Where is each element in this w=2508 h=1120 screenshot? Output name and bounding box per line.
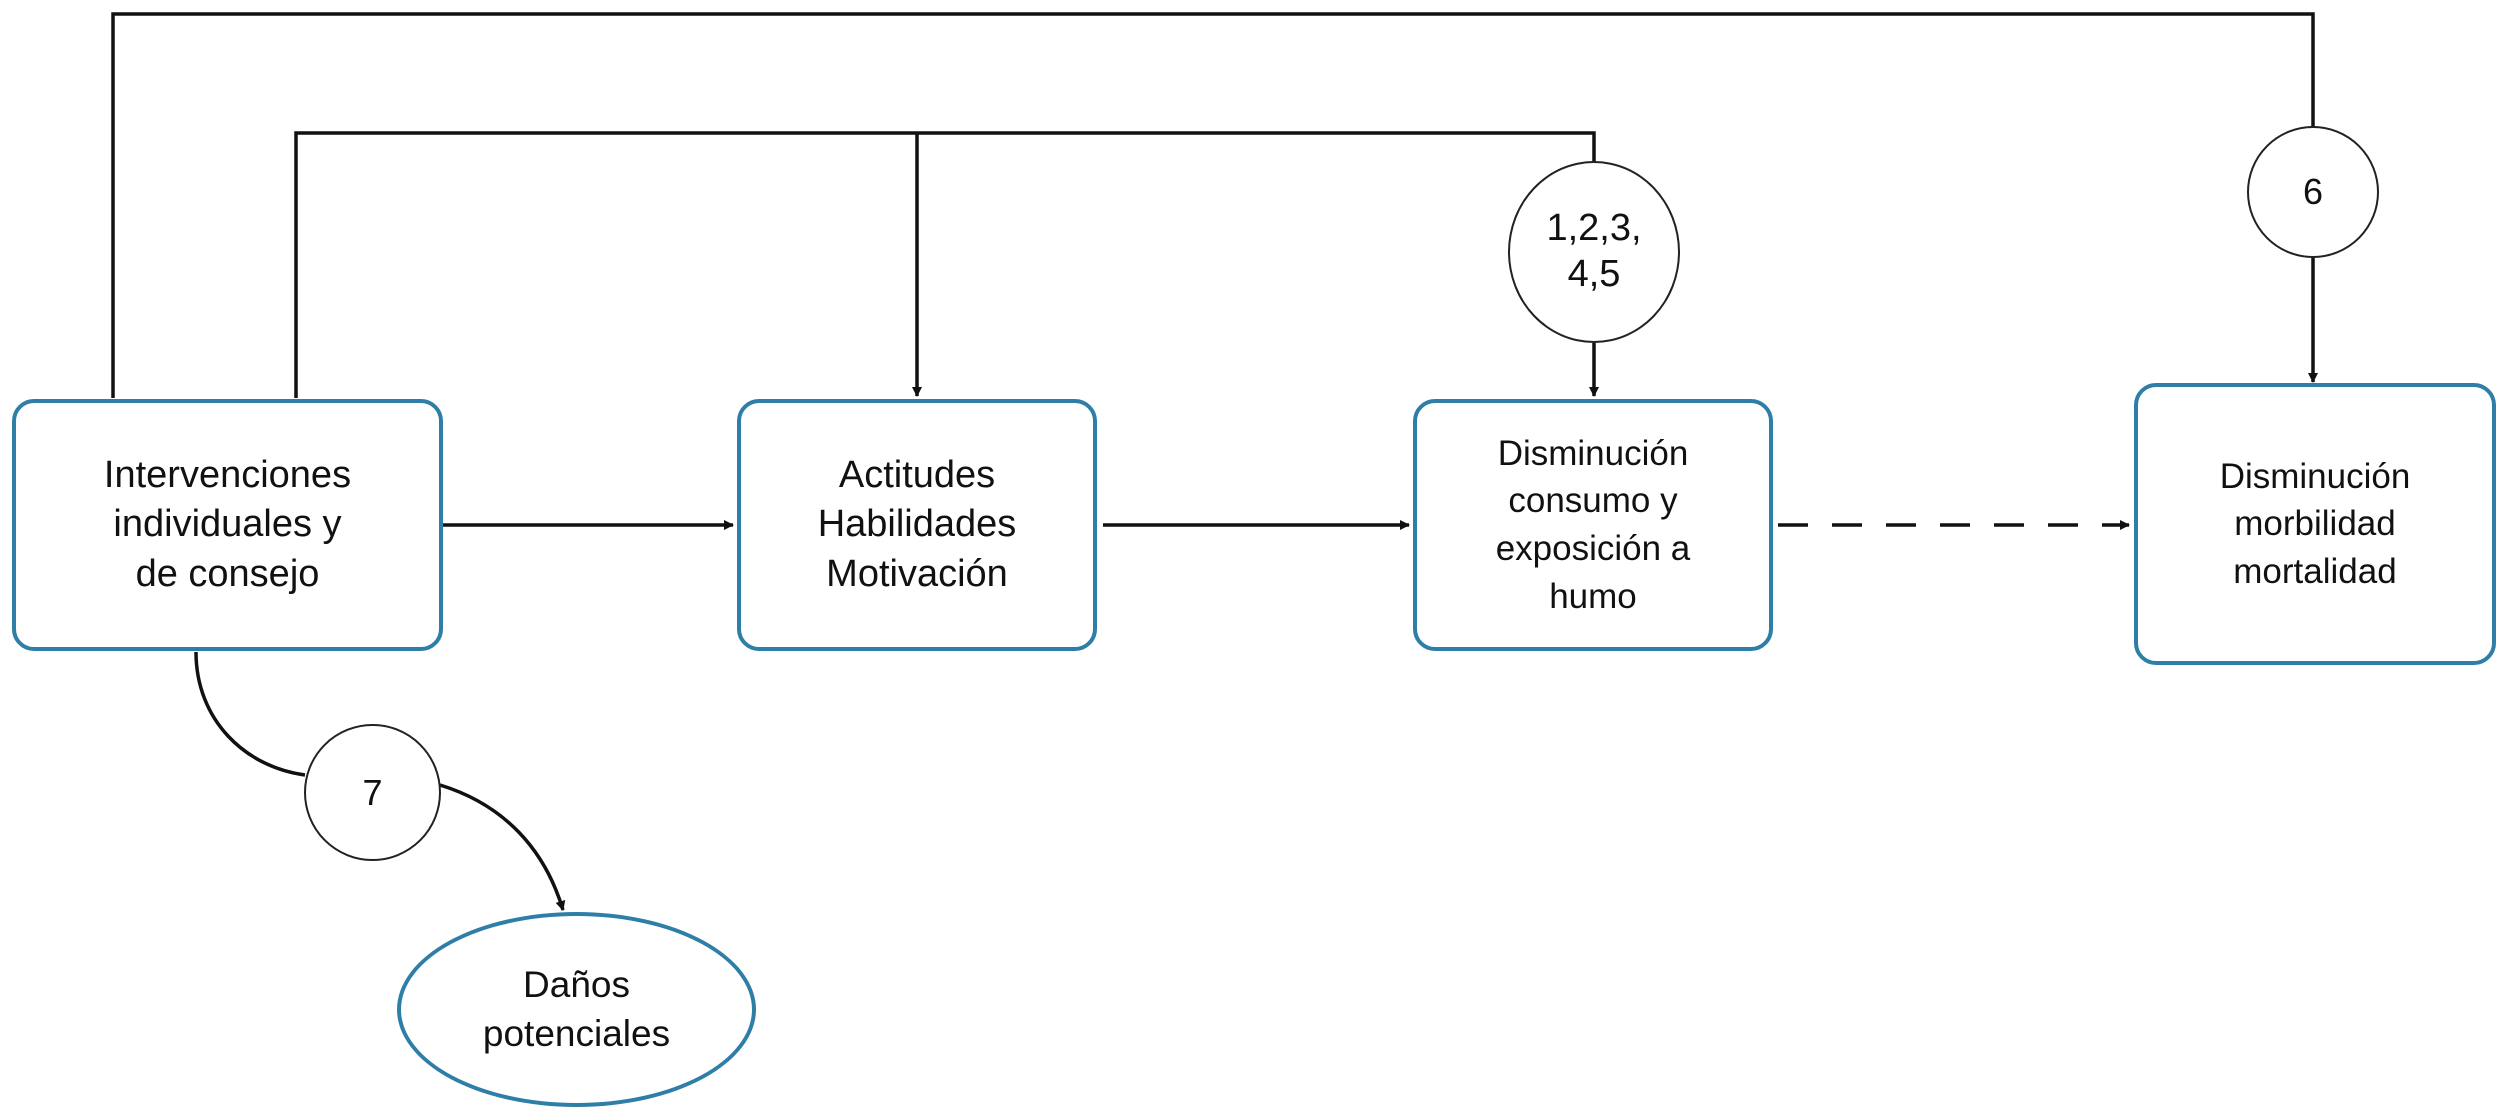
consumo-line-4: humo: [1549, 576, 1637, 616]
arrow-kq7-to-danos: [439, 783, 566, 911]
actitudes-line-2: Habilidades: [817, 503, 1017, 546]
key-question-7-circle: 7: [304, 724, 441, 861]
actitudes-box: Actitudes Habilidades Motivación: [737, 399, 1097, 651]
key-question-12345-circle: 1,2,3, 4,5: [1508, 161, 1680, 343]
connector-intervenciones-to-kq6: [111, 12, 2315, 398]
danos-line-1: Daños: [523, 963, 630, 1005]
intervenciones-line-1: Intervenciones: [103, 453, 352, 496]
consumo-line-1: Disminución: [1497, 433, 1689, 473]
kq6-label: 6: [2302, 171, 2324, 213]
danos-line-2: potenciales: [482, 1012, 671, 1054]
disminucion-morbilidad-box: Disminución morbilidad mortalidad: [2134, 383, 2496, 665]
intervenciones-box: Intervenciones individuales y de consejo: [12, 399, 443, 651]
danos-potenciales-ellipse: Daños potenciales: [397, 912, 756, 1107]
kq12345-line-2: 4,5: [1567, 253, 1621, 295]
key-question-6-circle: 6: [2247, 126, 2379, 258]
consumo-line-2: consumo y: [1508, 481, 1678, 521]
intervenciones-line-2: individuales y: [113, 503, 342, 546]
intervenciones-line-3: de consejo: [135, 552, 320, 595]
morbilidad-line-3: mortalidad: [2233, 551, 2397, 591]
actitudes-line-1: Actitudes: [838, 453, 996, 496]
disminucion-consumo-box: Disminución consumo y exposición a humo: [1413, 399, 1773, 651]
kq12345-line-1: 1,2,3,: [1546, 207, 1642, 250]
connector-intervenciones-to-kq12345: [294, 131, 1596, 398]
kq7-label: 7: [362, 771, 383, 813]
actitudes-line-3: Motivación: [826, 552, 1008, 595]
connector-intervenciones-to-kq7: [194, 651, 306, 777]
consumo-line-3: exposición a: [1495, 529, 1691, 568]
morbilidad-line-2: morbilidad: [2234, 504, 2396, 544]
morbilidad-line-1: Disminución: [2219, 456, 2411, 496]
